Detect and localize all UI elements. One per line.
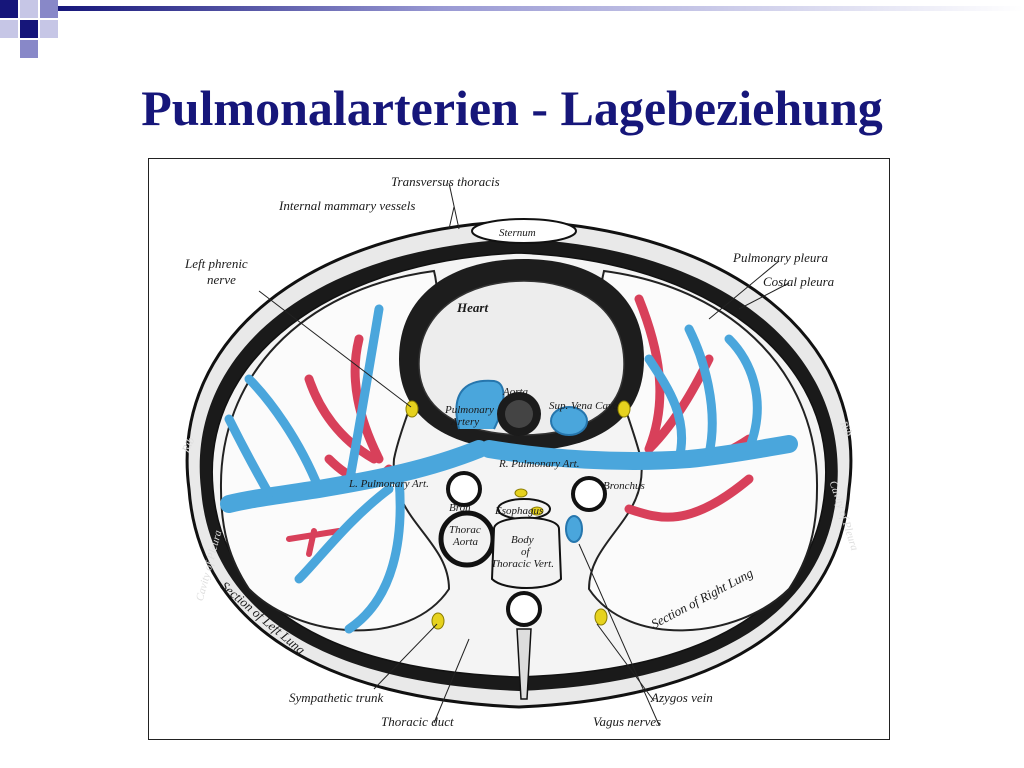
spinous-process (516, 628, 532, 700)
label-heart: Heart (457, 300, 489, 315)
left-artery-branches (224, 304, 405, 634)
leader-lines (258, 182, 790, 726)
thorax-cross-section-illustration (185, 182, 853, 726)
label-azygos-vein: Azygos vein (651, 690, 713, 705)
anatomy-figure: Transversus thoracis Internal mammary ve… (148, 158, 890, 740)
label-transversus-thoracis: Transversus thoracis (391, 174, 500, 189)
label-body-1: Body (511, 534, 534, 546)
vagus-nerve-left (514, 488, 528, 498)
label-thoracic-aorta-1: Thorac (449, 524, 481, 536)
superior-vena-cava (550, 406, 588, 436)
label-thoracic-aorta-2: Aorta (453, 536, 479, 548)
label-body-3: Thoracic Vert. (491, 558, 554, 570)
left-pulmonary-artery (220, 440, 488, 513)
right-artery-branches (644, 324, 762, 464)
azygos-vein (565, 515, 583, 543)
label-esophagus: Esophagus (495, 505, 544, 517)
label-bronchus-left: Bron (449, 502, 471, 514)
aorta-lumen (505, 400, 533, 428)
label-sternum: Sternum (499, 227, 536, 239)
label-left-phrenic-nerve-2: nerve (207, 272, 236, 287)
vagus-nerve-right (530, 506, 544, 516)
label-thoracic-duct: Thoracic duct (381, 714, 454, 729)
label-pulmonary-pleura: Pulmonary pleura (733, 250, 828, 265)
label-bronchus-right: Bronchus (603, 480, 645, 492)
label-body-2: of (521, 546, 530, 558)
sympathetic-trunk-right (594, 608, 608, 626)
sympathetic-trunk-left (431, 612, 445, 630)
label-r-pulmonary-art: R. Pulmonary Art. (499, 458, 580, 470)
slide-title: Pulmonalarterien - Lagebeziehung (141, 80, 883, 136)
left-phrenic-nerve (405, 400, 419, 418)
label-sympathetic-trunk: Sympathetic trunk (289, 690, 384, 705)
vertebral-body (490, 516, 563, 589)
right-phrenic-nerve (617, 400, 631, 418)
label-aorta: Aorta (503, 386, 529, 398)
label-sup-vena-cava: Sup. Vena Cava (549, 400, 619, 412)
label-vagus-nerves: Vagus nerves (593, 714, 662, 729)
left-lower-vein (286, 528, 342, 557)
label-l-pulmonary-art: L. Pulmonary Art. (349, 478, 429, 490)
label-pulmonary-artery-1: Pulmonary (445, 404, 494, 416)
label-left-phrenic-nerve-1: Left phrenic (185, 256, 248, 271)
sternum-bone (471, 218, 577, 244)
label-pulmonary-artery-2: Artery (451, 416, 480, 428)
right-bronchus (571, 476, 607, 512)
label-costal-pleura: Costal pleura (763, 274, 835, 289)
corner-decoration (0, 0, 1024, 60)
left-bronchus (446, 471, 482, 507)
label-internal-mammary-vessels: Internal mammary vessels (279, 198, 416, 213)
spinal-canal (506, 591, 542, 627)
